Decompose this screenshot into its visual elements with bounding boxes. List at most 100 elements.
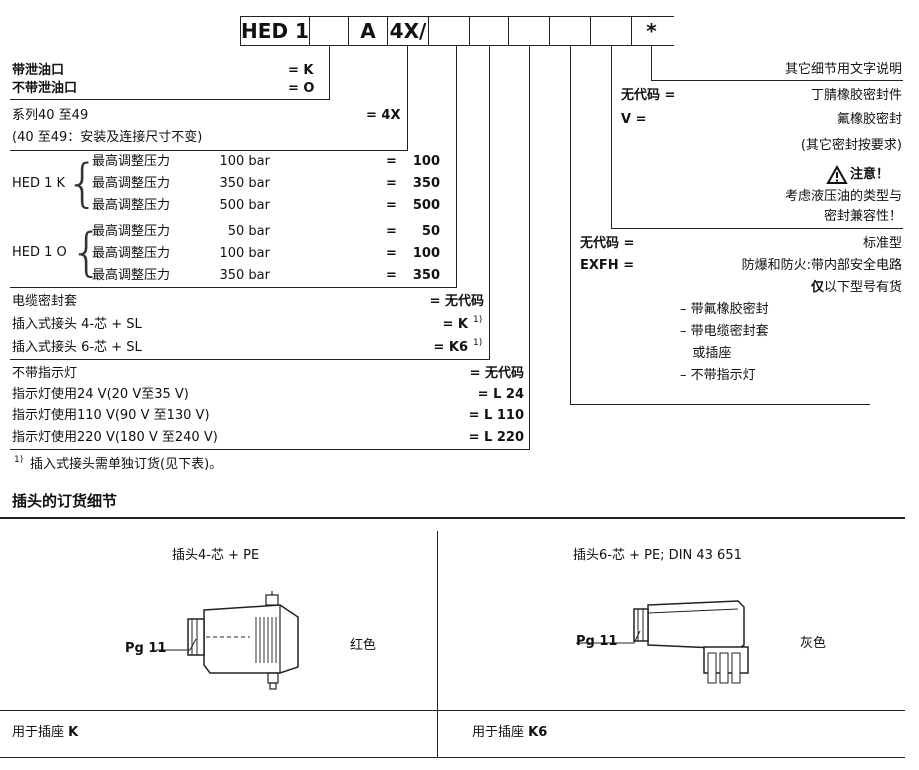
- exfh-only-bold: 仅: [810, 280, 824, 295]
- line-indicator-h: [10, 449, 530, 450]
- plug-right-pg: Pg 11: [576, 634, 618, 649]
- plug-table-mid: [0, 710, 905, 711]
- plug-left-footer: 用于插座 K: [12, 725, 78, 741]
- code-box-7: [508, 16, 550, 46]
- pk2-label: 最高调整压力: [92, 176, 171, 191]
- pk3-code: 500: [412, 198, 440, 213]
- line-other-h: [651, 80, 903, 81]
- conn2-code: = K: [442, 317, 469, 332]
- std-desc: 标准型: [862, 236, 902, 251]
- line-series-h: [10, 150, 408, 151]
- plug-table-bottom: [0, 757, 905, 758]
- po2-value: 100 bar: [219, 246, 270, 261]
- attention-label: 注意！: [850, 167, 890, 182]
- conn3-sup: 1): [473, 338, 483, 348]
- pk3-value: 500 bar: [219, 198, 270, 213]
- code-box-6: [469, 16, 509, 46]
- po2-label: 最高调整压力: [92, 246, 171, 261]
- po3-eq: =: [386, 268, 397, 283]
- exfh-only-rest: 以下型号有货: [823, 280, 902, 295]
- attention-line1: 考虑液压油的类型与: [784, 189, 902, 204]
- pk2-eq: =: [386, 176, 397, 191]
- other-details: 其它细节用文字说明: [784, 62, 902, 77]
- line-indicator: [529, 46, 530, 449]
- pk3-label: 最高调整压力: [92, 198, 171, 213]
- exfh-desc: 防爆和防火:带内部安全电路: [741, 258, 902, 273]
- attention-line2: 密封兼容性！: [823, 209, 902, 224]
- line-pressure: [456, 46, 457, 287]
- line-exfh-h: [570, 404, 870, 405]
- code-box-a: A: [348, 16, 388, 46]
- seal-none-code: 无代码 =: [621, 88, 676, 103]
- line-seal-h: [611, 228, 903, 229]
- plug-right-footer-code: K6: [528, 725, 548, 740]
- po2-eq: =: [386, 246, 397, 261]
- drain-k-label: 带泄油口: [12, 63, 65, 78]
- line-exfh: [570, 46, 571, 404]
- code-box-9: [590, 16, 632, 46]
- conn2-label: 插入式接头 4-芯 + SL: [12, 317, 142, 332]
- hed1o-label: HED 1 O: [12, 245, 67, 260]
- line-connection: [489, 46, 490, 359]
- series-label: 系列40 至49: [12, 108, 89, 123]
- plug-left-color: 红色: [350, 638, 377, 653]
- plug-right-title: 插头6-芯 + PE; DIN 43 651: [573, 548, 742, 563]
- brace-o: {: [70, 223, 104, 283]
- plug-table-top: [0, 517, 905, 519]
- line-series: [407, 46, 408, 150]
- line-drain-h: [10, 99, 330, 100]
- std-code: 无代码 =: [580, 236, 635, 251]
- po1-label: 最高调整压力: [92, 224, 171, 239]
- po3-label: 最高调整压力: [92, 268, 171, 283]
- plug-right-color: 灰色: [800, 636, 827, 651]
- seal-v-desc: 氟橡胶密封: [836, 112, 902, 127]
- line-connection-h: [10, 359, 490, 360]
- drain-o-code: = O: [288, 81, 315, 96]
- seal-other: (其它密封按要求): [800, 138, 902, 153]
- code-box-5: [428, 16, 470, 46]
- po3-code: 350: [412, 268, 440, 283]
- plug-right-footer: 用于插座 K6: [472, 725, 547, 741]
- ind1-code: = 无代码: [469, 366, 524, 381]
- drain-k-code: = K: [288, 63, 314, 78]
- warning-icon: [826, 164, 848, 184]
- exfh-item-1: – 带氟橡胶密封: [680, 302, 769, 317]
- ind3-label: 指示灯使用110 V(90 V 至130 V): [12, 408, 210, 423]
- pk2-value: 350 bar: [219, 176, 270, 191]
- plug-6pin-drawing: [576, 600, 749, 684]
- series-note: (40 至49：安装及连接尺寸不变): [12, 130, 203, 145]
- plug-left-footer-code: K: [68, 725, 79, 740]
- plug-right-footer-prefix: 用于插座: [472, 725, 529, 740]
- plug-table-divider: [437, 531, 438, 757]
- plug-left-footer-prefix: 用于插座: [12, 725, 69, 740]
- exfh-item-2: – 带电缆密封套: [680, 324, 769, 339]
- header-bottom-extension: [670, 45, 674, 46]
- po3-value: 350 bar: [219, 268, 270, 283]
- exfh-only: 仅以下型号有货: [680, 280, 902, 296]
- pk2-code: 350: [412, 176, 440, 191]
- code-box-hed1: HED 1: [240, 16, 310, 46]
- code-box-4x: 4X/: [387, 16, 429, 46]
- pk1-value: 100 bar: [219, 154, 270, 169]
- pk1-code: 100: [412, 154, 440, 169]
- code-box-asterisk: *: [631, 16, 671, 46]
- ind1-label: 不带指示灯: [12, 366, 78, 381]
- conn2-sup: 1): [473, 315, 483, 325]
- pk1-eq: =: [386, 154, 397, 169]
- conn1-label: 电缆密封套: [12, 294, 78, 309]
- brace-k: {: [66, 154, 100, 214]
- conn3-label: 插入式接头 6-芯 + SL: [12, 340, 142, 355]
- pk3-eq: =: [386, 198, 397, 213]
- hed1k-label: HED 1 K: [12, 176, 66, 191]
- po2-code: 100: [412, 246, 440, 261]
- ind4-code: = L 220: [468, 430, 524, 445]
- ind2-code: = L 24: [477, 387, 524, 402]
- plug-4pin-drawing: [156, 591, 299, 690]
- series-code: = 4X: [366, 108, 401, 123]
- po1-code: 50: [421, 224, 440, 239]
- ind2-label: 指示灯使用24 V(20 V至35 V): [12, 387, 189, 402]
- seal-v-code: V =: [621, 112, 647, 127]
- exfh-item-4: – 不带指示灯: [680, 368, 756, 383]
- exfh-code: EXFH =: [580, 258, 635, 273]
- plug-left-pg: Pg 11: [125, 641, 167, 656]
